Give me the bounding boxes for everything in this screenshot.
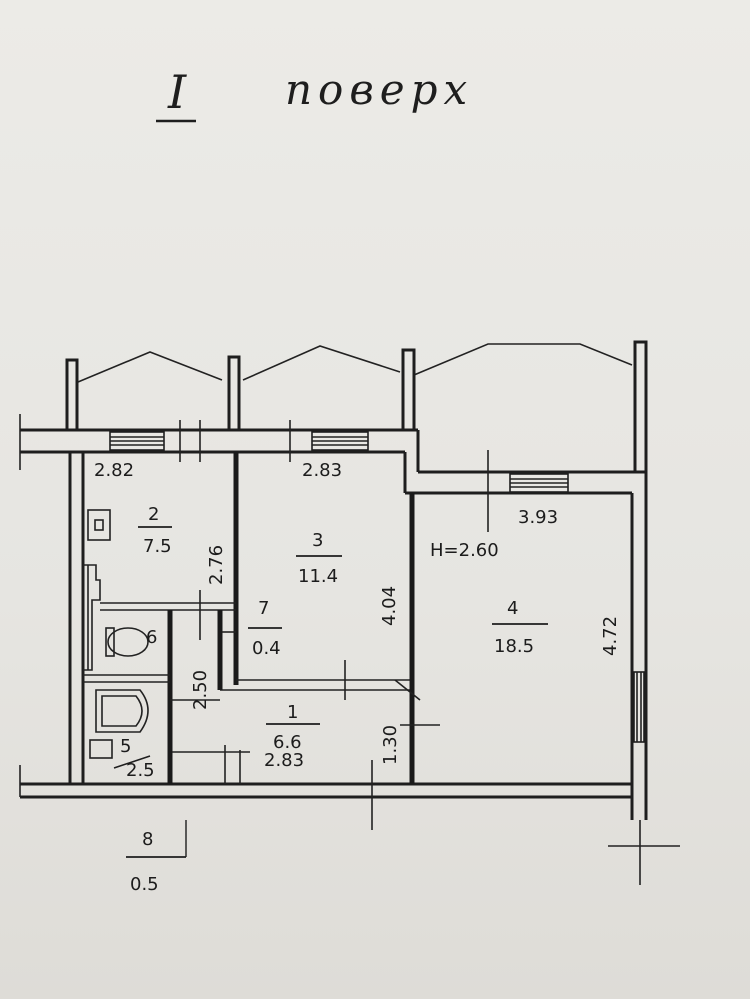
dimensions: 2.82 2.83 3.93 2.83 2.76 4.04 4.72 1.30 … [94,460,621,771]
room-1-number: 1 [287,702,298,723]
room-8-number: 8 [142,829,153,850]
toilet-icon [107,627,149,657]
room-2-number: 2 [148,504,159,525]
room-2-area: 7.5 [143,536,172,557]
room-3-area: 11.4 [298,566,338,587]
floor-word: поверх [285,65,473,114]
balconies [77,343,633,383]
sink-icon [89,739,113,759]
room-4-area: 18.5 [494,636,534,657]
hall-width-dim: 2.83 [264,750,304,771]
bath-depth-dim: 2.50 [190,670,211,710]
ceiling-height: H=2.60 [430,540,499,561]
room2-width-dim: 2.82 [94,460,134,481]
floor-numeral: I [167,65,187,119]
interior-walls [83,420,489,830]
room3-width-dim: 2.83 [302,460,342,481]
stove-icon [87,509,111,541]
bathtub-icon [95,689,149,733]
fixtures [83,509,149,759]
room-1-area: 6.6 [273,732,302,753]
room2-depth-dim: 2.76 [206,545,227,585]
room3-depth-dim: 4.04 [379,586,400,626]
hall-depth-dim: 1.30 [380,725,401,765]
room-7-area: 0.4 [252,638,281,659]
room-3-number: 3 [312,530,323,551]
room-5-area: 2.5 [126,760,155,781]
exterior-walls [19,340,680,885]
room-5-number: 5 [120,736,131,757]
room4-width-dim: 3.93 [518,507,558,528]
room-labels: 2 7.5 3 11.4 4 18.5 7 0.4 1 6.6 6 5 2.5 … [113,504,548,895]
room-6-number: 6 [146,627,157,648]
room4-depth-dim: 4.72 [600,616,621,656]
room-8-area: 0.5 [130,874,159,895]
room-4-number: 4 [507,598,518,619]
floor-title: I поверх [156,65,473,123]
windows [109,431,645,743]
room-7-number: 7 [258,598,269,619]
